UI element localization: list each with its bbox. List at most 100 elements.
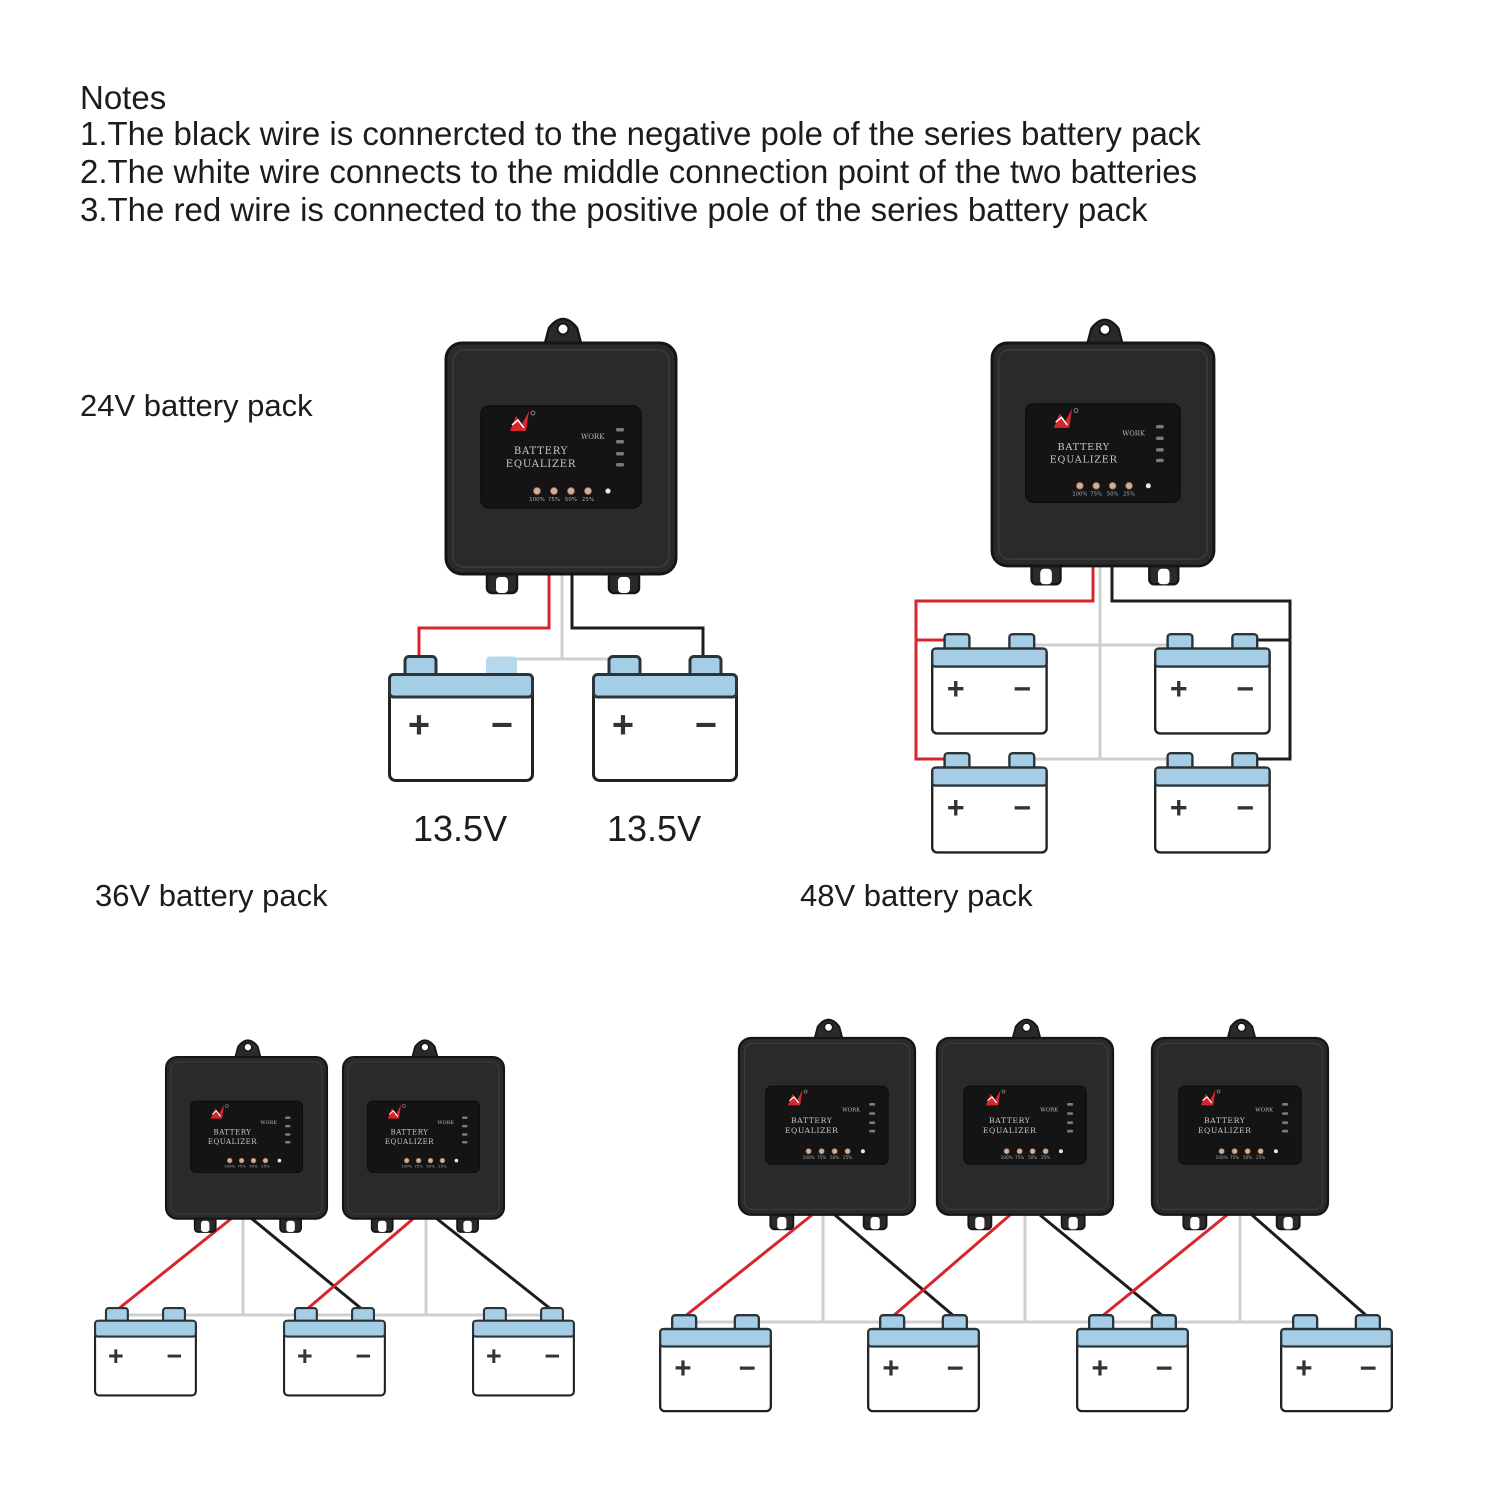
level-label: 50%	[426, 1164, 435, 1169]
level-led	[1003, 1148, 1010, 1155]
registered-mark-icon	[225, 1104, 229, 1108]
positive-wire	[914, 563, 1095, 761]
mounting-hole	[556, 322, 570, 336]
level-led	[403, 1157, 410, 1164]
batteries: +−+−+−+−	[931, 633, 1271, 854]
batteries: +−+−+−	[94, 1307, 575, 1397]
level-label: 25%	[582, 497, 594, 503]
minus-sign: −	[167, 1341, 183, 1371]
battery-top-band	[1154, 647, 1271, 668]
level-label: 25%	[438, 1164, 447, 1169]
battery-top-band	[94, 1319, 197, 1338]
light-icon	[454, 1158, 459, 1163]
level-label: 25%	[1041, 1155, 1050, 1160]
equalizer-title-line2: EQUALIZER	[785, 1126, 839, 1135]
status-led	[1067, 1103, 1074, 1106]
work-indicator-label: WORK	[438, 1120, 455, 1126]
level-label: 75%	[414, 1164, 423, 1169]
level-led	[1257, 1148, 1264, 1155]
minus-sign: −	[739, 1352, 756, 1385]
mounting-hole	[1098, 323, 1112, 336]
wires	[417, 574, 705, 662]
display-panel	[189, 1100, 304, 1174]
minus-sign: −	[1236, 791, 1254, 825]
level-led	[567, 487, 575, 495]
negative-wire	[1251, 1213, 1369, 1319]
batteries: +−+−	[388, 655, 738, 782]
status-led	[462, 1141, 468, 1144]
status-led	[285, 1141, 291, 1144]
display-panel	[765, 1085, 889, 1165]
positive-wire	[116, 1216, 233, 1312]
status-led	[1067, 1121, 1074, 1125]
registered-mark-icon	[1073, 408, 1079, 413]
status-led	[616, 452, 624, 456]
note-item-3: 3.The red wire is connected to the posit…	[80, 191, 1148, 228]
equalizer-title-line1: BATTERY	[1204, 1116, 1246, 1125]
light-icon	[1145, 483, 1151, 489]
equalizer-title-line1: BATTERY	[791, 1116, 833, 1125]
battery: +−	[1154, 752, 1271, 854]
clip-notch	[463, 1220, 472, 1232]
battery-top-band	[1280, 1327, 1394, 1348]
level-led	[818, 1148, 825, 1155]
housing-bevel	[743, 1042, 911, 1210]
level-led	[1029, 1148, 1036, 1155]
wires	[683, 1213, 1369, 1324]
minus-sign: −	[1156, 1352, 1173, 1385]
minus-sign: −	[356, 1341, 372, 1371]
level-label: 75%	[1230, 1155, 1239, 1160]
diagram-36v: BATTERYEQUALIZERWORK100%75%50%25%BATTERY…	[94, 1039, 575, 1397]
registered-mark-icon	[1001, 1089, 1006, 1094]
batteries: +−+−+−+−	[659, 1314, 1394, 1413]
clip-notch	[496, 577, 508, 593]
work-indicator-label: WORK	[842, 1107, 861, 1113]
status-led	[1282, 1129, 1289, 1133]
level-label: 50%	[1028, 1155, 1037, 1160]
equalizer-title-line2: EQUALIZER	[983, 1126, 1037, 1135]
status-led	[869, 1103, 876, 1106]
level-label: 100%	[224, 1164, 235, 1169]
status-led	[462, 1116, 468, 1119]
note-item-1: 1.The black wire is connercted to the ne…	[80, 115, 1201, 152]
battery: +−	[1280, 1314, 1394, 1413]
work-indicator-label: WORK	[1255, 1107, 1274, 1113]
status-led	[1156, 436, 1164, 440]
plus-sign: +	[882, 1352, 899, 1385]
battery-top-band	[1154, 766, 1271, 787]
registered-mark-icon	[803, 1089, 808, 1094]
plus-sign: +	[297, 1341, 313, 1371]
battery-top-band	[931, 647, 1048, 668]
battery: +−	[867, 1314, 981, 1413]
brand-logo-stroke	[388, 1110, 399, 1117]
level-led	[805, 1148, 812, 1155]
status-led	[1282, 1103, 1289, 1106]
level-led	[427, 1157, 434, 1164]
status-led	[1156, 448, 1164, 452]
equalizer-title-line2: EQUALIZER	[506, 459, 576, 470]
display-panel	[480, 405, 642, 509]
display-panel	[1025, 403, 1181, 503]
housing-bevel	[170, 1061, 323, 1215]
minus-sign: −	[545, 1341, 561, 1371]
plus-sign: +	[1170, 791, 1188, 825]
plus-sign: +	[1091, 1352, 1108, 1385]
battery-top-band	[592, 673, 738, 699]
clip-notch	[777, 1217, 787, 1230]
level-led	[415, 1157, 422, 1164]
negative-wire	[435, 1216, 553, 1312]
status-led	[1282, 1112, 1289, 1115]
mounting-hole	[420, 1042, 430, 1052]
label-36v-pack: 36V battery pack	[95, 878, 328, 913]
status-led	[869, 1121, 876, 1125]
battery-top-band	[1076, 1327, 1190, 1348]
level-label: 75%	[548, 497, 560, 503]
mounting-hole	[243, 1042, 253, 1052]
